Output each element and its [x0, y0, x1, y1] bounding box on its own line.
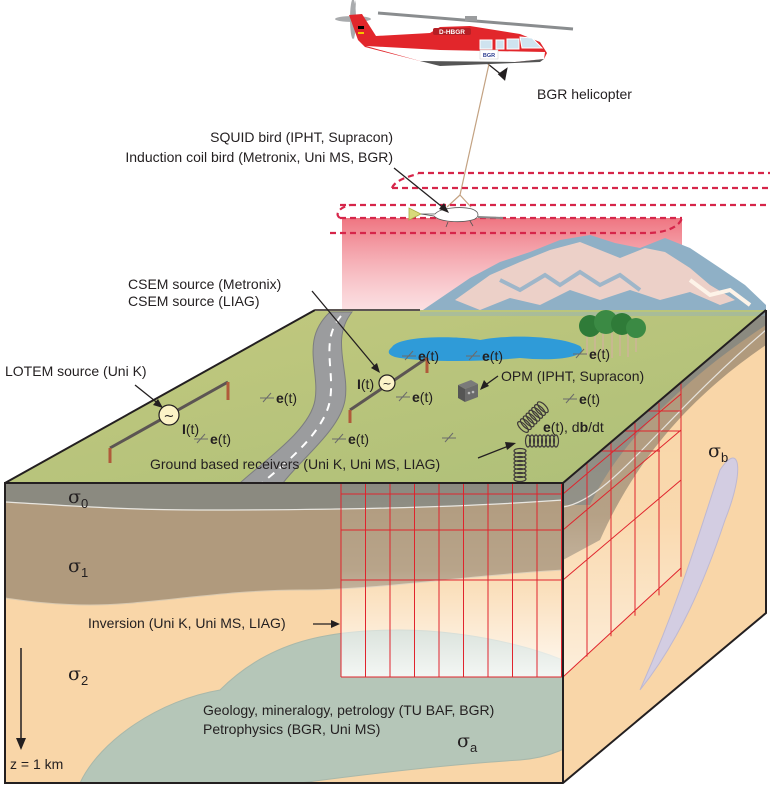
- e-field-label: e(t): [589, 346, 610, 362]
- csem-source: ~ I(t): [348, 356, 429, 423]
- coil-label: e(t), db/dt: [543, 419, 604, 435]
- trees: [579, 310, 646, 358]
- helicopter: D-HBGR BGR: [335, 0, 574, 66]
- e-field-label: e(t): [482, 348, 503, 364]
- helicopter-registration: D-HBGR: [439, 29, 465, 36]
- sigma2-label: σ2: [68, 663, 88, 688]
- lotem-current: I(t): [182, 421, 199, 437]
- flight-path: [330, 171, 770, 235]
- e-field-receiver: e(t): [563, 391, 600, 407]
- depth-label: z = 1 km: [10, 756, 63, 772]
- dipole-icon: [442, 432, 456, 443]
- coil-bird-label: Induction coil bird (Metronix, Uni MS, B…: [125, 149, 393, 165]
- csem-current: I(t): [357, 376, 374, 392]
- sigma1-label: σ1: [68, 555, 88, 580]
- csem-liag-label: CSEM source (LIAG): [128, 293, 259, 309]
- e-field-receiver: e(t): [194, 431, 231, 447]
- inversion-label: Inversion (Uni K, Uni MS, LIAG): [88, 615, 286, 631]
- ac-symbol: ~: [382, 377, 391, 390]
- ac-generator-icon: [158, 404, 180, 426]
- sigma0-label: σ0: [68, 486, 88, 511]
- squid-bird-label: SQUID bird (IPHT, Supracon): [210, 129, 393, 145]
- dipole-icon: [260, 392, 274, 403]
- grid-line: [562, 567, 682, 678]
- e-field-label: e(t): [210, 431, 231, 447]
- dipole-icon: [396, 391, 410, 402]
- anomaly-b: [639, 457, 739, 691]
- e-field-receivers: e(t) e(t) e(t) e(t) e(t) e(t) e(t) e(t): [194, 346, 610, 447]
- e-field-receiver: e(t): [573, 346, 610, 362]
- bird-arrow: [393, 167, 447, 211]
- dipole-icon: [466, 350, 480, 361]
- dipole-icon: [402, 350, 416, 361]
- e-field-receiver: e(t): [466, 348, 503, 364]
- e-field-receiver: e(t): [260, 390, 297, 406]
- lake: [388, 336, 582, 361]
- e-field-label: e(t): [348, 431, 369, 447]
- e-field-label: e(t): [418, 348, 439, 364]
- dipole-icon: [573, 348, 587, 359]
- e-field-receiver: e(t): [332, 431, 369, 447]
- dipole-icon: [194, 433, 208, 444]
- lotem-source-label: LOTEM source (Uni K): [5, 363, 147, 379]
- tow-cable: [459, 63, 490, 196]
- e-field-receiver: e(t): [396, 389, 433, 405]
- grid-line: [562, 429, 682, 531]
- sigma-b-label: σb: [708, 440, 728, 465]
- sensor-bird: [408, 207, 504, 228]
- mountains: [420, 235, 766, 320]
- cube-edges: [4, 309, 767, 784]
- grid-line: [562, 479, 682, 581]
- dipole-icon: [332, 433, 346, 444]
- opm-sensor: [458, 380, 478, 402]
- inversion-grid: [340, 382, 682, 678]
- ac-symbol: ~: [164, 409, 175, 424]
- helicopter-door-logo: BGR: [483, 53, 495, 59]
- e-field-label: e(t): [579, 391, 600, 407]
- csem-metronix-label: CSEM source (Metronix): [128, 276, 281, 292]
- ground-receivers-label: Ground based receivers (Uni K, Uni MS, L…: [150, 456, 440, 472]
- e-field-label: e(t): [276, 390, 297, 406]
- e-field-receiver: e(t): [402, 348, 439, 364]
- petrophysics-label: Petrophysics (BGR, Uni MS): [203, 721, 380, 737]
- geology-label: Geology, mineralogy, petrology (TU BAF, …: [203, 702, 494, 718]
- sigma-a-label: σa: [457, 730, 478, 755]
- ac-generator-icon: [378, 374, 396, 392]
- dipole-icon: [563, 393, 577, 404]
- induction-coils: [513, 401, 560, 483]
- opm-label: OPM (IPHT, Supracon): [501, 368, 644, 384]
- e-field-receiver: [442, 432, 456, 443]
- e-field-label: e(t): [412, 389, 433, 405]
- lotem-source: ~ I(t): [108, 380, 230, 463]
- helicopter-label: BGR helicopter: [537, 86, 632, 102]
